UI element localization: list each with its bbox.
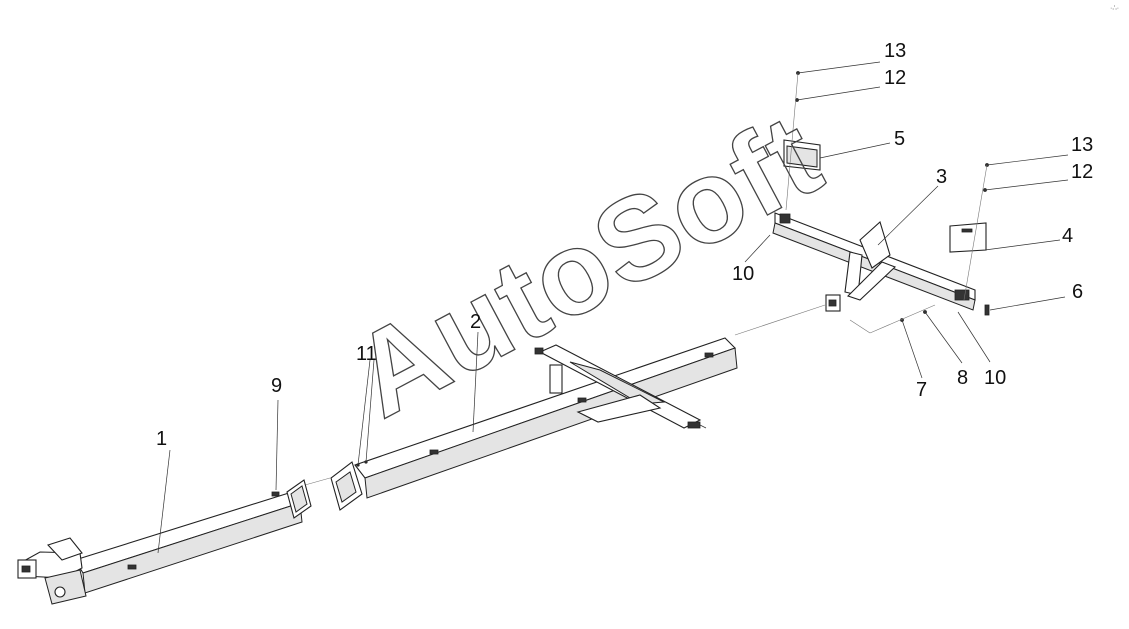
part-plate-right: [949, 222, 987, 253]
hitch-pin: [54, 586, 66, 598]
hitch-jaw: [47, 537, 83, 561]
crossbar-end-right: [954, 289, 970, 301]
leader-12-right: [984, 179, 1069, 191]
plate-right-mark: [961, 228, 973, 233]
crossbar-gusset: [859, 221, 891, 269]
main-beam-upright: [549, 364, 563, 394]
part-rear-crossbar: [772, 212, 976, 312]
callout-4: 4: [1062, 225, 1073, 247]
leader-11-b: [365, 359, 375, 463]
plate-left-hatch: [786, 145, 818, 168]
leader-11-a: [357, 359, 371, 466]
corner-mark: ·∴·: [1110, 5, 1119, 12]
assembly-axis-2-3: [734, 304, 826, 336]
callout-labels: 1 2 3 4 5 6 7 8 9 10 10 11 12 12 13 13: [156, 40, 1093, 450]
crossbar-flange-hole: [828, 299, 837, 307]
leader-10-left: [744, 234, 771, 263]
callout-13-left: 13: [884, 40, 906, 62]
leader-13-left: [797, 61, 881, 74]
callout-3: 3: [936, 166, 947, 188]
front-beam-slot: [127, 564, 137, 570]
assembly-axis-7b: [869, 304, 936, 334]
assembly-axis-1-2: [304, 477, 331, 486]
part-pad: [984, 304, 990, 316]
callout-9: 9: [271, 375, 282, 397]
front-beam-side-face: [82, 502, 303, 594]
crossbar-leg-brace: [846, 261, 897, 301]
fitting-left: [534, 347, 544, 355]
assembly-axis-13-left: [785, 72, 799, 211]
leader-3: [877, 185, 939, 246]
callout-8: 8: [957, 367, 968, 389]
main-beam-brace: [576, 394, 662, 423]
leader-5: [819, 142, 891, 159]
main-beam-cross-tube-shade: [569, 361, 666, 405]
callout-11: 11: [356, 343, 377, 365]
leader-1: [157, 449, 171, 554]
callout-13-right: 13: [1071, 134, 1093, 156]
assembly-axis-13-right: [963, 164, 988, 301]
main-beam-flange-inner: [335, 471, 357, 503]
callout-12-left: 12: [884, 67, 906, 89]
leader-10-right: [957, 311, 991, 363]
leader-9: [275, 399, 279, 491]
front-beam-flange-inner: [290, 485, 308, 513]
front-beam-bracket: [271, 491, 280, 497]
leader-lines: [157, 61, 1069, 554]
leader-6: [989, 296, 1066, 311]
plate-right-body: [949, 222, 987, 253]
leader-4: [984, 239, 1061, 251]
fitting-stub: [699, 424, 707, 429]
main-beam-slot-2: [577, 397, 587, 403]
fitting-right: [687, 421, 701, 429]
callout-2: 2: [470, 311, 481, 333]
callout-5: 5: [894, 128, 905, 150]
callout-7: 7: [916, 379, 927, 401]
hitch-eye-hole: [21, 565, 31, 573]
leader-13-right: [986, 154, 1069, 166]
leader-8: [924, 311, 963, 364]
callout-6: 6: [1072, 281, 1083, 303]
leader-12-left: [796, 86, 881, 101]
callout-12-right: 12: [1071, 161, 1093, 183]
main-beam-slot-3: [704, 352, 714, 358]
main-beam-slot-1: [429, 449, 439, 455]
leader-2: [472, 331, 479, 433]
part-front-beam: [17, 479, 312, 605]
crossbar-end-left: [779, 213, 791, 224]
callout-1: 1: [156, 428, 167, 450]
part-main-beam: [330, 337, 738, 511]
assembly-axis-7a: [849, 319, 871, 334]
leader-7: [901, 319, 923, 379]
main-beam-side-face: [364, 347, 738, 499]
part-plate-left: [783, 139, 821, 171]
callout-10-right: 10: [984, 367, 1006, 389]
callout-10-left: 10: [732, 263, 754, 285]
hitch-block: [44, 569, 87, 605]
